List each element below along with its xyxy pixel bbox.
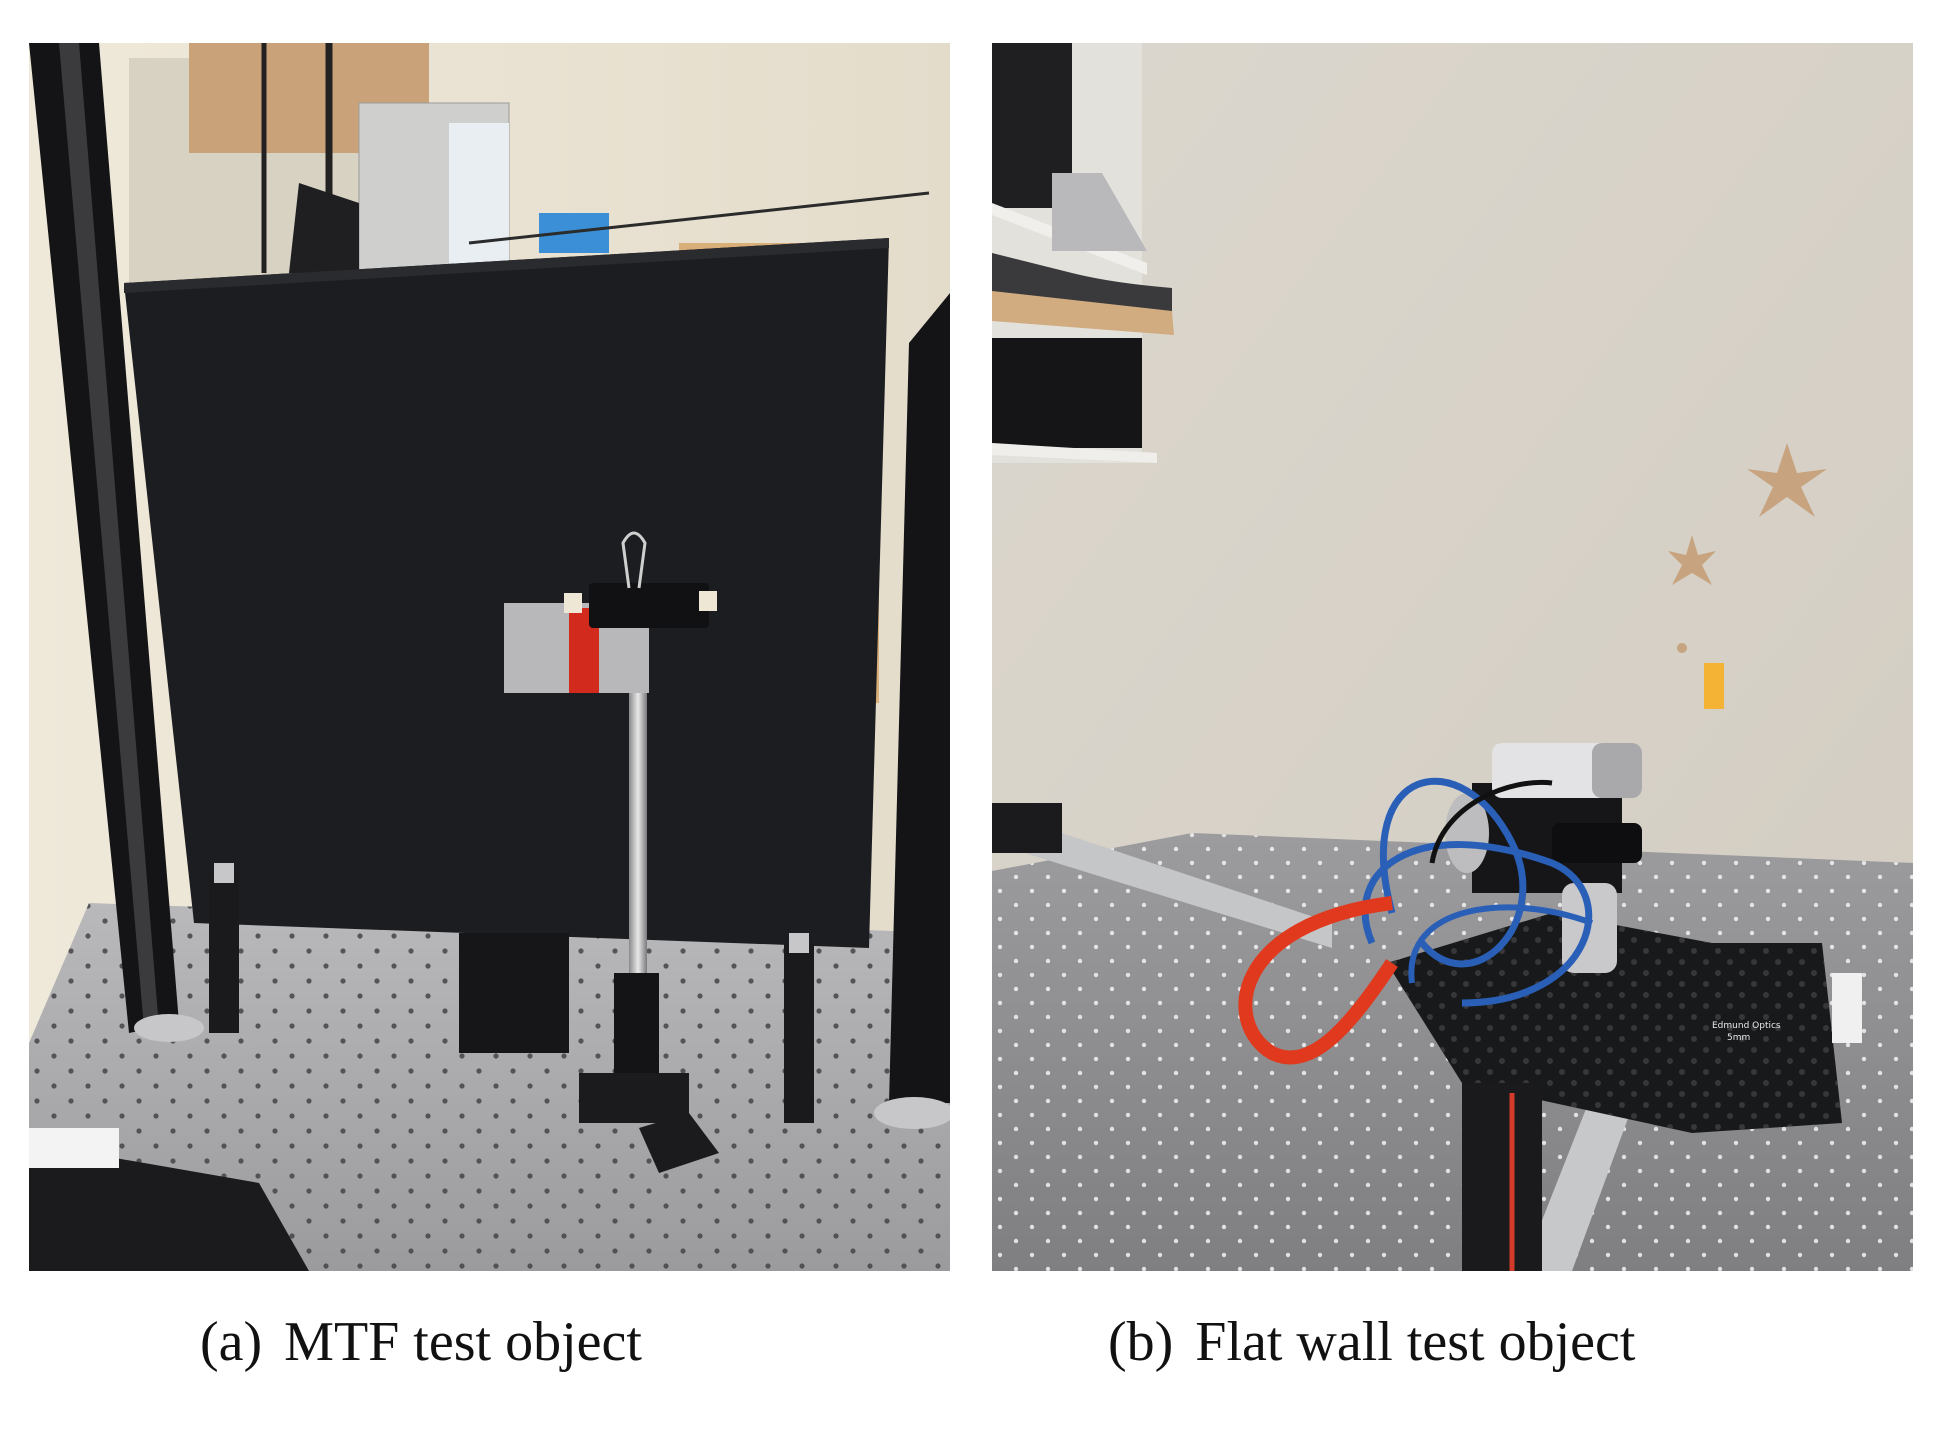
star-decoration-icon: [1747, 443, 1827, 517]
mtf-scene-illustration: [29, 43, 950, 1271]
flat-wall-scene-illustration: Edmund Optics 5mm: [992, 43, 1913, 1271]
rig-label: 5mm: [1727, 1033, 1750, 1043]
caption-b: (b) Flat wall test object: [1108, 1310, 1635, 1374]
caption-b-label: (b): [1108, 1311, 1174, 1373]
photo-flat-wall-test-object: Edmund Optics 5mm: [992, 43, 1913, 1271]
caption-a-text: MTF test object: [284, 1311, 642, 1373]
caption-a: (a) MTF test object: [200, 1310, 642, 1374]
rig-label: Edmund Optics: [1712, 1021, 1781, 1031]
star-decoration-icon: [1668, 535, 1716, 585]
photo-mtf-test-object: [29, 43, 950, 1271]
caption-a-label: (a): [200, 1311, 263, 1373]
caption-b-text: Flat wall test object: [1195, 1311, 1636, 1373]
